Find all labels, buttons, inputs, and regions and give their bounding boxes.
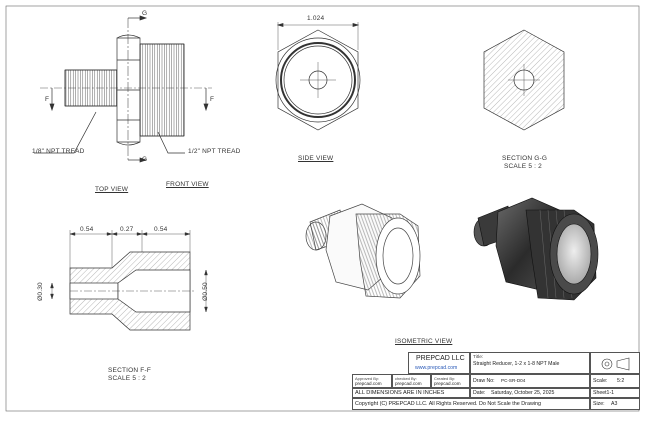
- approved-value: prepcad.com: [355, 381, 382, 386]
- section-gg-drawing: [483, 29, 565, 131]
- sheet-value: Sheet1-1: [593, 390, 615, 396]
- section-gg-label: SECTION G-G: [502, 155, 548, 162]
- cut-f-left: F: [45, 96, 50, 103]
- scale-value: 5:2: [617, 378, 625, 384]
- isometric-view-label: ISOMETRIC VIEW: [395, 338, 453, 345]
- side-view-drawing: [275, 22, 361, 131]
- dim-dia-small: Ø0.30: [36, 282, 44, 301]
- dim-dia-large: Ø0.50: [201, 282, 209, 301]
- dim-len-a: 0.54: [80, 226, 94, 233]
- top-view-label: TOP VIEW: [95, 186, 129, 193]
- section-gg-scale: SCALE 5 : 2: [504, 163, 542, 170]
- dim-side-width: 1.024: [307, 15, 325, 22]
- title-value: Straight Reducer, 1-2 x 1-8 NPT Male: [473, 361, 560, 367]
- scale-label: Scale:: [593, 378, 608, 384]
- front-view-drawing: [34, 15, 212, 163]
- draw-no-value: PC-SR-D04: [501, 378, 526, 383]
- units-note: ALL DIMENSIONS ARE IN INCHES: [355, 390, 445, 396]
- title-block: PREPCAD LLC www.prepcad.com Approved By:…: [352, 352, 640, 410]
- approved-label: Approved By:: [355, 376, 380, 381]
- size-label: Size:: [593, 401, 605, 407]
- size-cell: Size: A3: [590, 398, 640, 410]
- third-angle-projection-icon: [601, 357, 630, 371]
- title-cell: Title: Straight Reducer, 1-2 x 1-8 NPT M…: [470, 352, 590, 374]
- front-view-label: FRONT VIEW: [166, 181, 209, 188]
- date-cell: Date: Saturday, October 25, 2025: [470, 388, 590, 398]
- section-ff-drawing: [50, 230, 208, 331]
- company-name: PREPCAD LLC: [416, 355, 465, 362]
- created-cell: Created By: prepcad.com: [431, 374, 470, 388]
- draw-no-cell: Draw No: PC-SR-D04: [470, 374, 590, 388]
- scale-cell: Scale: 5:2: [590, 374, 640, 388]
- cut-g-top: G: [142, 10, 148, 17]
- dim-len-c: 0.54: [154, 226, 168, 233]
- projection-symbol-cell: [590, 352, 640, 374]
- company-website[interactable]: www.prepcad.com: [415, 365, 458, 371]
- cut-g-bottom: G: [142, 156, 148, 163]
- checked-value: prepcad.com: [395, 381, 422, 386]
- isometric-line-drawing: [305, 203, 421, 299]
- section-ff-scale: SCALE 5 : 2: [108, 375, 146, 382]
- sheet-border: [5, 5, 640, 412]
- checked-label: checked By:: [395, 376, 417, 381]
- isometric-shaded-drawing: [473, 197, 599, 301]
- section-ff-label: SECTION F-F: [108, 367, 152, 374]
- dim-len-b: 0.27: [120, 226, 134, 233]
- copyright-cell: Copyright (C) PREPCAD LLC. All Rights Re…: [352, 398, 590, 410]
- approved-cell: Approved By: prepcad.com: [352, 374, 392, 388]
- sheet-cell: Sheet1-1: [590, 388, 640, 398]
- created-label: Created By:: [434, 376, 456, 381]
- draw-no-label: Draw No:: [473, 378, 495, 384]
- company-cell: PREPCAD LLC www.prepcad.com: [408, 352, 470, 374]
- date-label: Date:: [473, 390, 486, 396]
- title-label: Title:: [473, 355, 484, 360]
- created-value: prepcad.com: [434, 381, 461, 386]
- checked-cell: checked By: prepcad.com: [392, 374, 431, 388]
- side-view-label: SIDE VIEW: [298, 155, 334, 162]
- cut-f-right: F: [210, 96, 215, 103]
- copyright-text: Copyright (C) PREPCAD LLC. All Rights Re…: [355, 401, 542, 407]
- npt-small-callout: 1/8" NPT TREAD: [32, 148, 85, 155]
- npt-large-callout: 1/2" NPT TREAD: [188, 148, 241, 155]
- units-cell: ALL DIMENSIONS ARE IN INCHES: [352, 388, 470, 398]
- size-value: A3: [611, 401, 618, 407]
- date-value: Saturday, October 25, 2025: [491, 390, 555, 396]
